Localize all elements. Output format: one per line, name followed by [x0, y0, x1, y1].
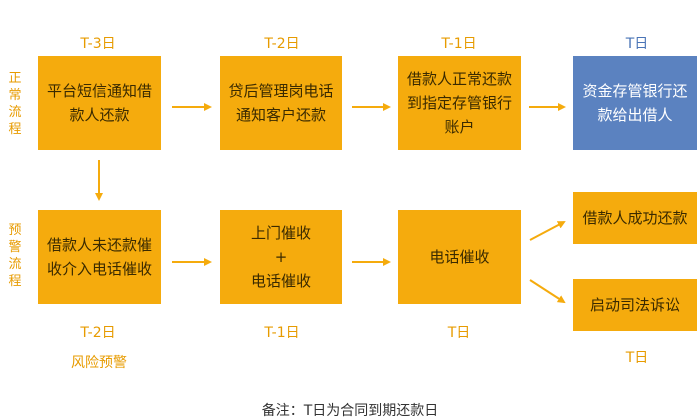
normal-step-bank-pays-lender: 资金存管银行还款给出借人	[573, 56, 697, 150]
warning-day-4: T日	[625, 350, 649, 366]
normal-day-3: T-1日	[441, 36, 477, 52]
warning-day-3: T日	[447, 325, 471, 341]
normal-step-phone-notice: 贷后管理岗电话通知客户还款	[220, 56, 342, 150]
risk-warning-label: 风险预警	[71, 355, 127, 371]
warning-outcome-lawsuit: 启动司法诉讼	[573, 279, 697, 331]
normal-day-4: T日	[625, 36, 649, 52]
warning-day-1: T-2日	[80, 325, 116, 341]
arrow-warning-to-lawsuit	[529, 279, 566, 304]
normal-step-repay-to-bank: 借款人正常还款到指定存管银行账户	[398, 56, 521, 150]
warning-flow-label: 预警流程	[8, 223, 22, 289]
arrow-warning-to-repaid	[529, 221, 566, 241]
footnote: 备注：T日为合同到期还款日	[261, 403, 439, 419]
normal-flow-label: 正常流程	[8, 71, 22, 137]
warning-step-phone-collection: 电话催收	[398, 210, 521, 304]
normal-day-1: T-3日	[80, 36, 116, 52]
warning-step-unpaid-collection: 借款人未还款催收介入电话催收	[38, 210, 161, 304]
warning-day-2: T-1日	[264, 325, 300, 341]
warning-outcome-repaid: 借款人成功还款	[573, 192, 697, 244]
normal-day-2: T-2日	[264, 36, 300, 52]
normal-step-sms-notice: 平台短信通知借款人还款	[38, 56, 161, 150]
warning-step-visit-and-phone: 上门催收 + 电话催收	[220, 210, 342, 304]
